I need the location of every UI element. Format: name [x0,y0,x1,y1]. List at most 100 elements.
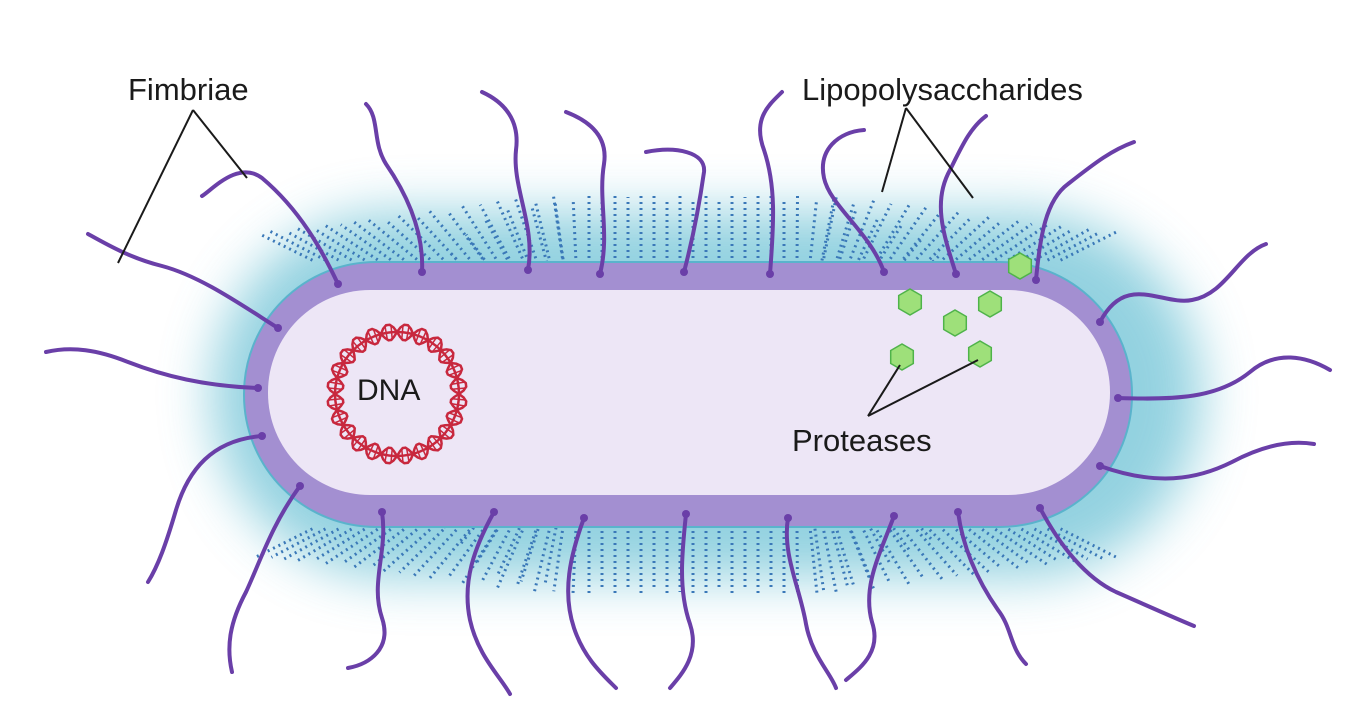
lps-strand [981,222,1033,261]
fimbria-base [254,384,262,392]
lps-strand [369,528,418,569]
fimbria [1098,440,1316,481]
fimbria-base [580,514,588,522]
proteases [889,252,1033,371]
lps-strand [553,199,565,260]
lps-strand [571,530,578,597]
fimbria [668,512,695,690]
lps-strand [829,524,850,588]
lps-strand [484,219,518,276]
protease-hexagon [967,340,993,368]
lps-strand [941,214,992,261]
lps-strand [836,209,858,266]
lps-strand [322,222,379,262]
lps-strand [902,212,941,260]
lps-strand [410,528,458,580]
lps-strand [849,197,877,259]
lps-strand [314,527,366,562]
fimbria-base [1032,276,1040,284]
lps-strand [889,206,927,260]
fimbria [566,516,618,690]
lps-strand [902,529,945,583]
fimbria [146,434,264,584]
fimbria-base [680,268,688,276]
lps-strand [1020,229,1073,262]
lps-strand [398,528,445,574]
lps-strand [813,528,826,595]
label-proteases: Proteases [792,423,932,458]
lps-strand [259,233,314,262]
lps-strand [380,528,432,575]
lps-strand [808,199,819,259]
lps-strand [474,508,512,566]
fimbria [820,128,886,274]
lps-strand [955,528,1002,569]
fimbria [480,90,532,272]
fimbriae [44,90,1332,696]
protease-hexagon [942,309,968,337]
fimbria-base [766,270,774,278]
lps-strand [532,530,551,595]
lps-strand [915,211,960,261]
lps-strand [994,221,1051,262]
fimbria [938,114,988,276]
dna-plasmid [326,323,468,465]
lps-strand [1046,231,1101,262]
lps-strand [447,250,491,296]
lps-strand [994,528,1050,567]
lps-strand [552,530,564,592]
lps-strand [519,522,542,582]
lps-strand [478,204,511,260]
protease-hexagon [889,343,915,371]
fimbria-base [524,266,532,274]
lps-strand [889,529,926,581]
fimbria [784,516,838,690]
lps-strand [1007,527,1060,563]
fimbria [1038,506,1196,628]
fimbria [465,510,512,696]
lps-strand [280,527,340,563]
lps-strand [494,197,524,259]
lps-strand [1033,227,1091,262]
fimbria [564,110,607,276]
lps-strand [414,214,458,261]
lps-strand [268,229,327,262]
fimbria-base [890,512,898,520]
lps-strand [543,527,558,586]
cytoplasm [268,290,1110,495]
lps-strand [458,498,498,546]
fimbria [844,514,896,682]
lps-strand [866,225,903,280]
fimbria-base [784,514,792,522]
lps-strand [351,528,405,570]
fimbria-base [296,482,304,490]
label-lipopolysaccharides: Lipopolysaccharides [802,72,1083,107]
lps-strand [820,196,836,261]
fimbria [364,102,425,274]
fimbria [1116,355,1332,401]
lps-strand [350,218,405,261]
lps-strand [385,219,432,261]
fimbria-base [490,508,498,516]
fimbria [758,90,784,276]
lps-strand [874,503,912,552]
protease-hexagon [1007,252,1033,280]
lps-strand [915,528,959,577]
lps-strand [459,202,498,260]
fimbria [956,510,1028,666]
lps-strand [341,528,392,565]
lps-strand [445,209,484,260]
fimbria-base [1114,394,1122,402]
fimbria-base [596,270,604,278]
lps-strand [822,530,838,592]
fimbria [1098,242,1268,324]
lps-strand [505,207,533,269]
lps-strand [862,203,893,260]
lps-strand [845,519,872,579]
lps-strand [835,200,856,259]
lps-strand [955,219,1003,261]
lps-strand [928,216,973,261]
lps-strand [862,529,892,585]
fimbria-base [1096,462,1104,470]
